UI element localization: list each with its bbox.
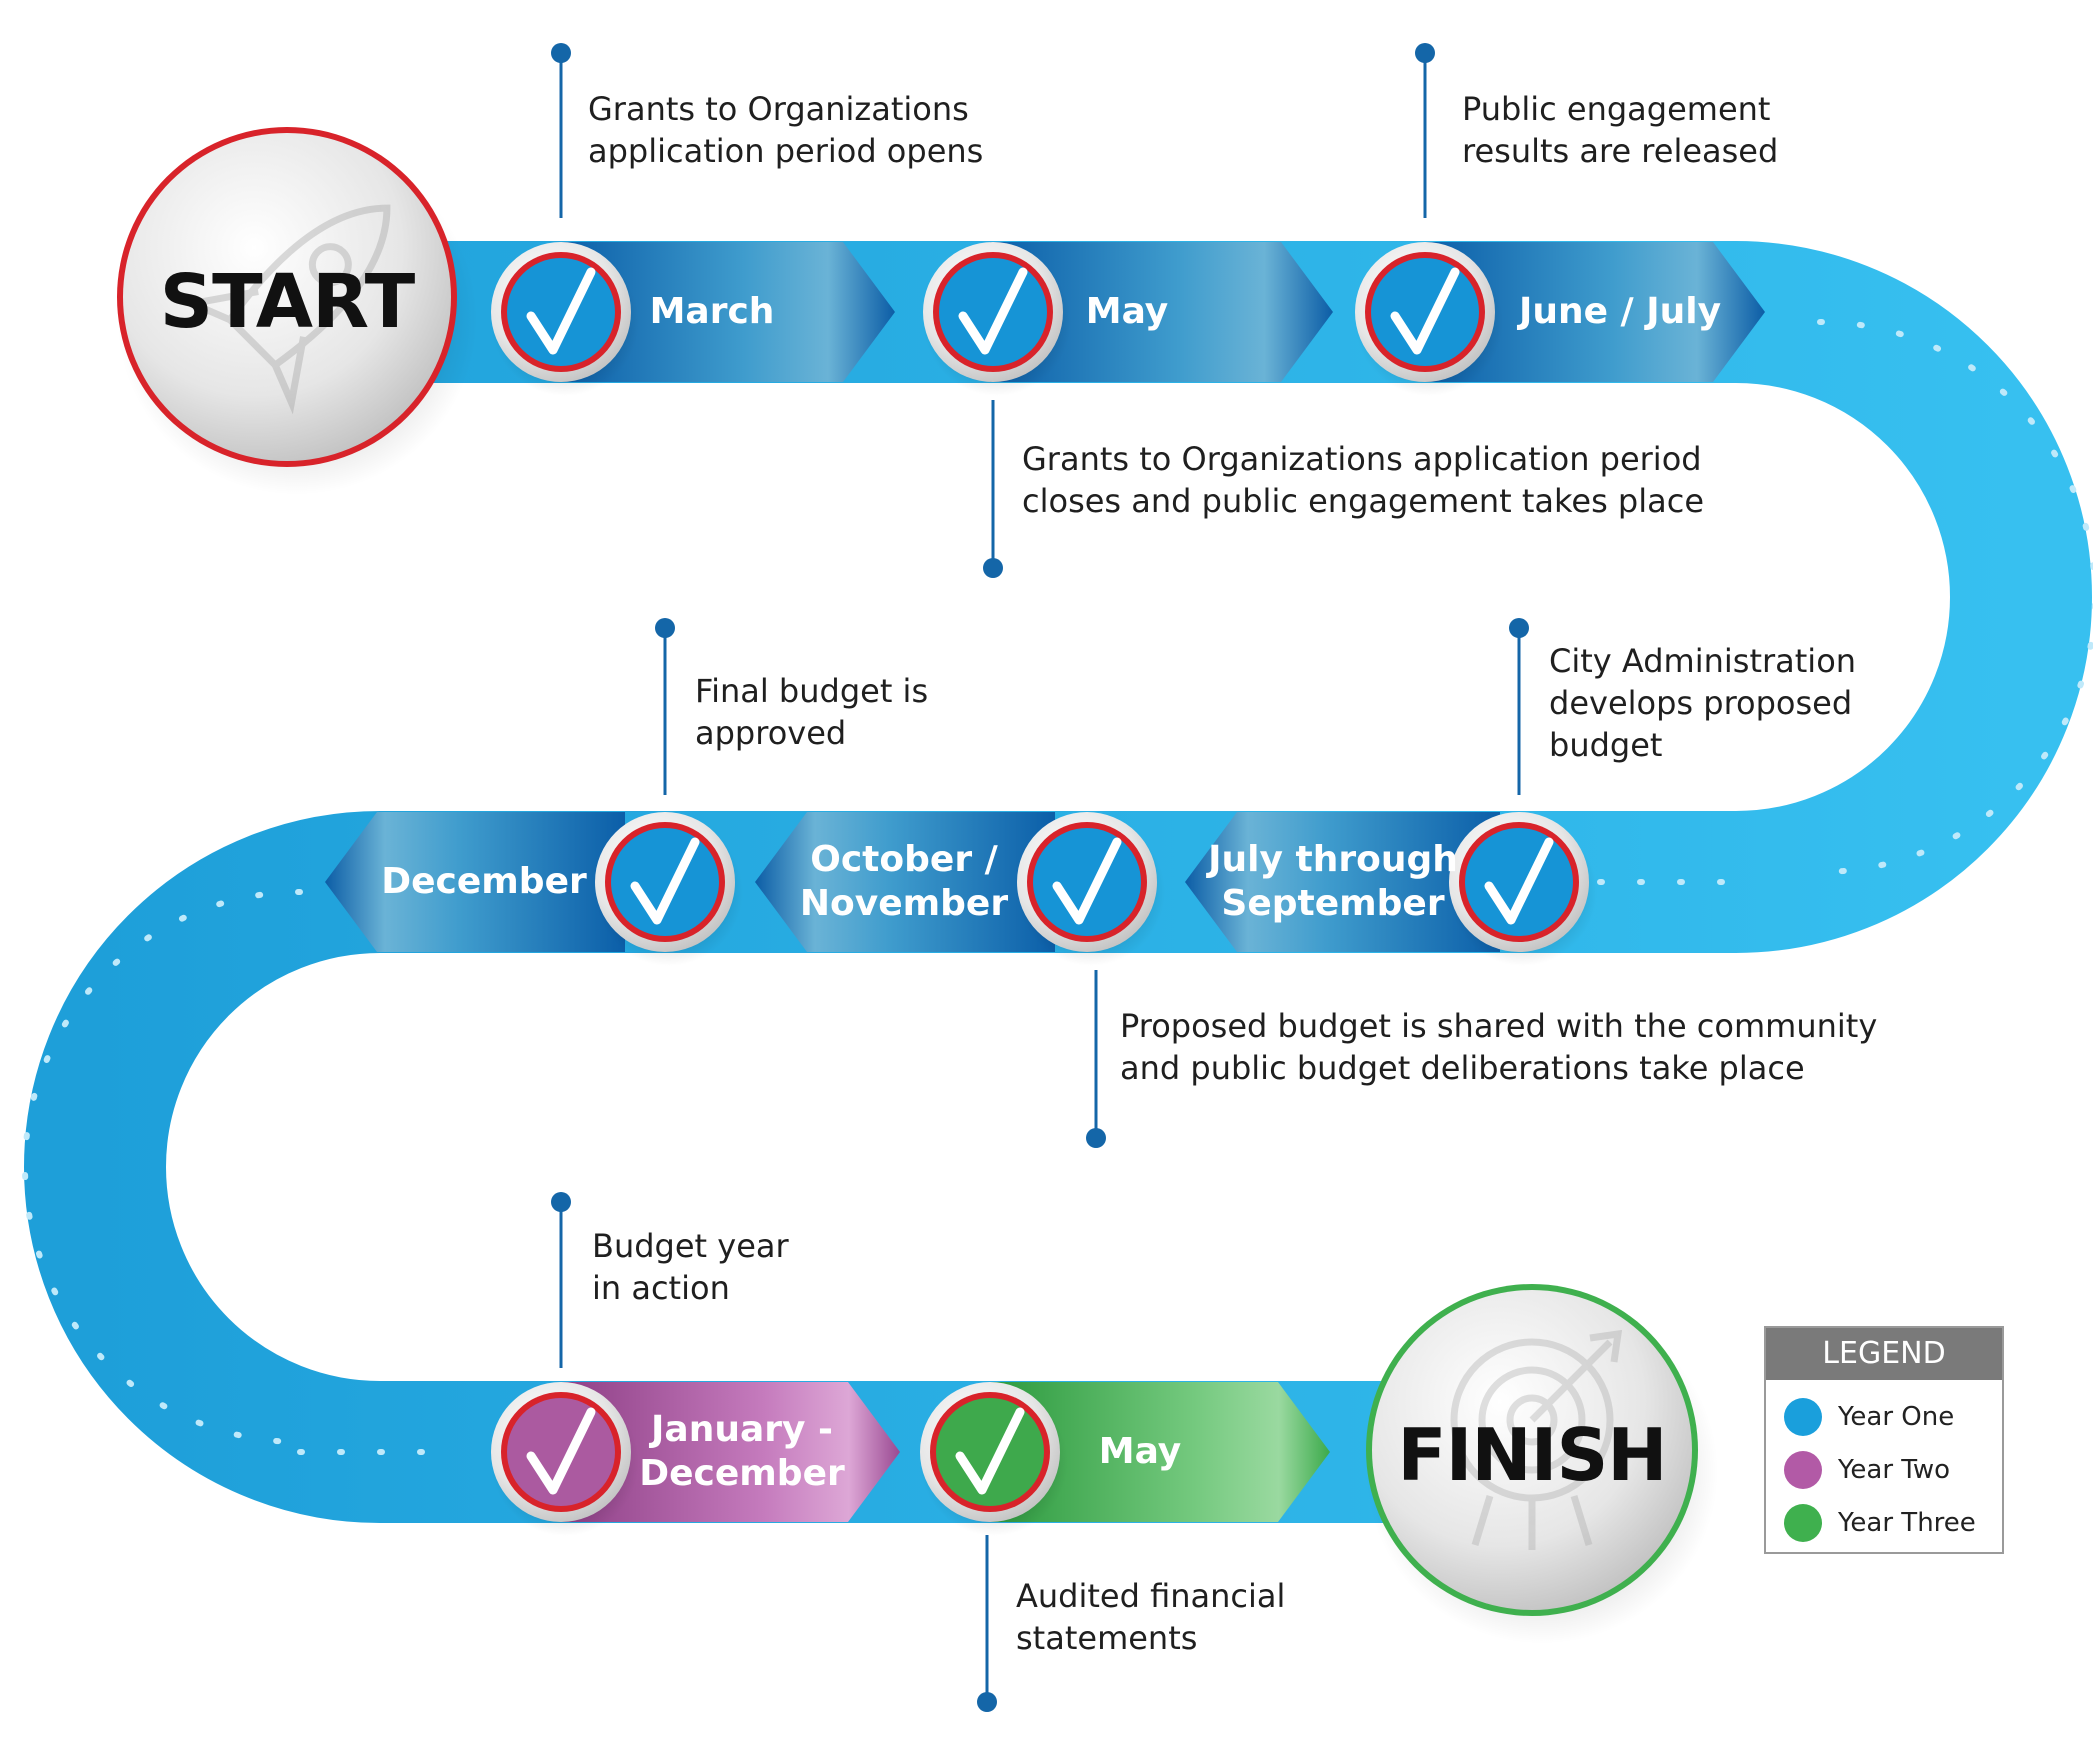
node-fill — [1371, 258, 1479, 366]
milestone-label: December — [381, 861, 587, 902]
milestone-label: June / July — [1518, 291, 1722, 332]
milestone-description: Grants to Organizations application peri… — [588, 90, 984, 170]
year-three-swatch — [1784, 1504, 1822, 1542]
connector-june-july-dot — [1415, 43, 1435, 63]
band-july-september — [1185, 812, 1500, 952]
milestone-description: Audited financial statements — [1016, 1577, 1286, 1657]
legend-label: Year Two — [1838, 1455, 1951, 1485]
target-stand — [1471, 1494, 1593, 1550]
milestone-node — [1449, 812, 1597, 966]
milestone-description: Final budget is approved — [695, 672, 929, 752]
milestone-label: March — [649, 291, 775, 332]
checkmark-icon — [1484, 837, 1554, 925]
legend-item-year-one: Year One — [1784, 1397, 1954, 1437]
finish-label: FINISH — [1397, 1413, 1667, 1497]
band-october-november — [755, 812, 1055, 952]
milestone-label: May — [1098, 1431, 1182, 1472]
milestone-node — [1017, 812, 1165, 966]
checkmark-icon — [958, 267, 1028, 355]
node-fill — [936, 1398, 1044, 1506]
rocket-body — [225, 204, 391, 370]
checkmark-icon — [955, 1407, 1025, 1495]
checkmark-icon — [1052, 837, 1122, 925]
legend-item-year-two: Year Two — [1784, 1450, 1950, 1490]
milestone-description: Grants to Organizations application peri… — [1022, 440, 1705, 520]
milestone-label: July through September — [1208, 839, 1458, 924]
milestone-node — [491, 242, 639, 396]
node-fill — [1033, 828, 1141, 936]
start-circle — [117, 127, 477, 495]
milestone-description: City Administration develops proposed bu… — [1549, 642, 1857, 764]
checkmark-icon — [630, 837, 700, 925]
band-year-three-may — [990, 1382, 1330, 1522]
year-two-swatch — [1784, 1451, 1822, 1489]
node-fill — [507, 258, 615, 366]
milestone-description: Public engagement results are released — [1462, 90, 1779, 170]
checkmark-icon — [526, 267, 596, 355]
band-march — [560, 242, 895, 382]
checkmark-icon — [526, 1407, 596, 1495]
band-january-december — [560, 1382, 900, 1522]
rocket-window — [308, 243, 352, 287]
milestone-node — [491, 1382, 639, 1536]
band-december — [325, 812, 625, 952]
milestone-description: Proposed budget is shared with the commu… — [1120, 1007, 1878, 1087]
milestone-node — [920, 1382, 1068, 1536]
connector-december-dot — [655, 618, 675, 638]
node-fill — [507, 1398, 615, 1506]
year-one-swatch — [1784, 1398, 1822, 1436]
band-may — [990, 242, 1333, 382]
legend-item-year-three: Year Three — [1784, 1503, 1976, 1543]
finish-circle-face — [1372, 1290, 1692, 1610]
legend: LEGEND Year One Year Two Year Three — [1764, 1326, 2004, 1554]
connector-year-three-may-dot — [977, 1692, 997, 1712]
milestone-node — [923, 242, 1071, 396]
connector-january-december-dot — [551, 1192, 571, 1212]
legend-label: Year One — [1838, 1402, 1955, 1432]
milestone-node — [595, 812, 743, 966]
node-fill — [939, 258, 1047, 366]
target-ring-inner — [1506, 1394, 1558, 1446]
milestone-label: January - December — [639, 1409, 845, 1494]
node-fill — [611, 828, 719, 936]
legend-title: LEGEND — [1766, 1328, 2002, 1380]
start-label: START — [159, 259, 415, 345]
connector-march-dot — [551, 43, 571, 63]
start-circle-face — [123, 133, 451, 461]
rocket-fins — [180, 288, 307, 415]
finish-circle — [1366, 1284, 1718, 1644]
node-fill — [1465, 828, 1573, 936]
milestone-label: May — [1085, 291, 1169, 332]
connector-july-september-dot — [1509, 618, 1529, 638]
target-ring-middle — [1478, 1366, 1586, 1474]
checkmark-icon — [1390, 267, 1460, 355]
target-ring-outer — [1450, 1338, 1614, 1502]
milestone-label: October / November — [799, 839, 1009, 924]
target-icon — [1450, 1329, 1623, 1550]
band-june-july — [1425, 242, 1765, 382]
rocket-icon — [180, 204, 391, 415]
legend-label: Year Three — [1838, 1508, 1976, 1538]
milestone-description: Budget year in action — [592, 1227, 789, 1307]
connector-may-dot — [983, 558, 1003, 578]
target-arrow — [1529, 1329, 1623, 1423]
milestone-node — [1355, 242, 1503, 396]
connector-october-november-dot — [1086, 1128, 1106, 1148]
